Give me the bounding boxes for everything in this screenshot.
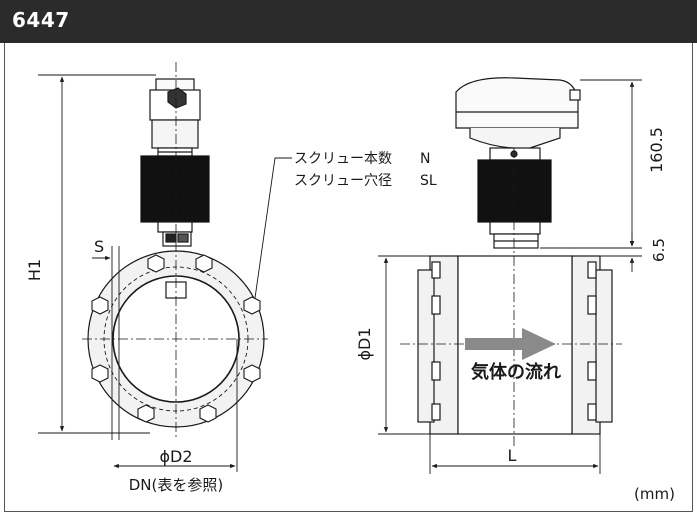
side-head [455,77,579,129]
bolt-holes [91,254,261,423]
head-lower [151,119,199,149]
dim-d2 [113,339,238,472]
dim-6-label: 6.5 [650,238,668,262]
dim-d1 [378,255,432,435]
model-code: 6447 [12,8,70,32]
hex-nut-icon [167,87,187,109]
dn-label: DN(表を参照) [129,476,223,494]
title-bar: 6447 [0,0,697,43]
h1-label: H1 [25,259,44,281]
d2-label: ϕD2 [159,447,192,466]
dim-160-label: 160.5 [647,127,666,173]
dim-l [429,434,601,474]
screw-count-label: スクリュー本数 [294,151,392,167]
dim-h1 [38,74,156,434]
frame-border [4,43,693,512]
side-sensor-body [477,159,552,223]
dim-height-right [540,79,642,272]
front-view [82,62,268,440]
screw-count-symbol: N [420,151,430,167]
s-label: S [94,237,104,256]
side-view [400,77,622,448]
d1-label: ϕD1 [355,327,374,360]
screw-hole-label: スクリュー穴径 [294,173,392,189]
unit-label: (mm) [634,485,675,503]
connector [157,221,193,233]
l-label: L [508,446,517,465]
left-flange [429,255,459,435]
flow-label: 気体の流れ [471,361,561,383]
dim-s [92,246,120,440]
screw-leader [254,157,292,299]
flow-arrow-icon [465,328,556,360]
screw-hole-symbol: SL [420,173,437,189]
sensor-body [140,155,210,223]
